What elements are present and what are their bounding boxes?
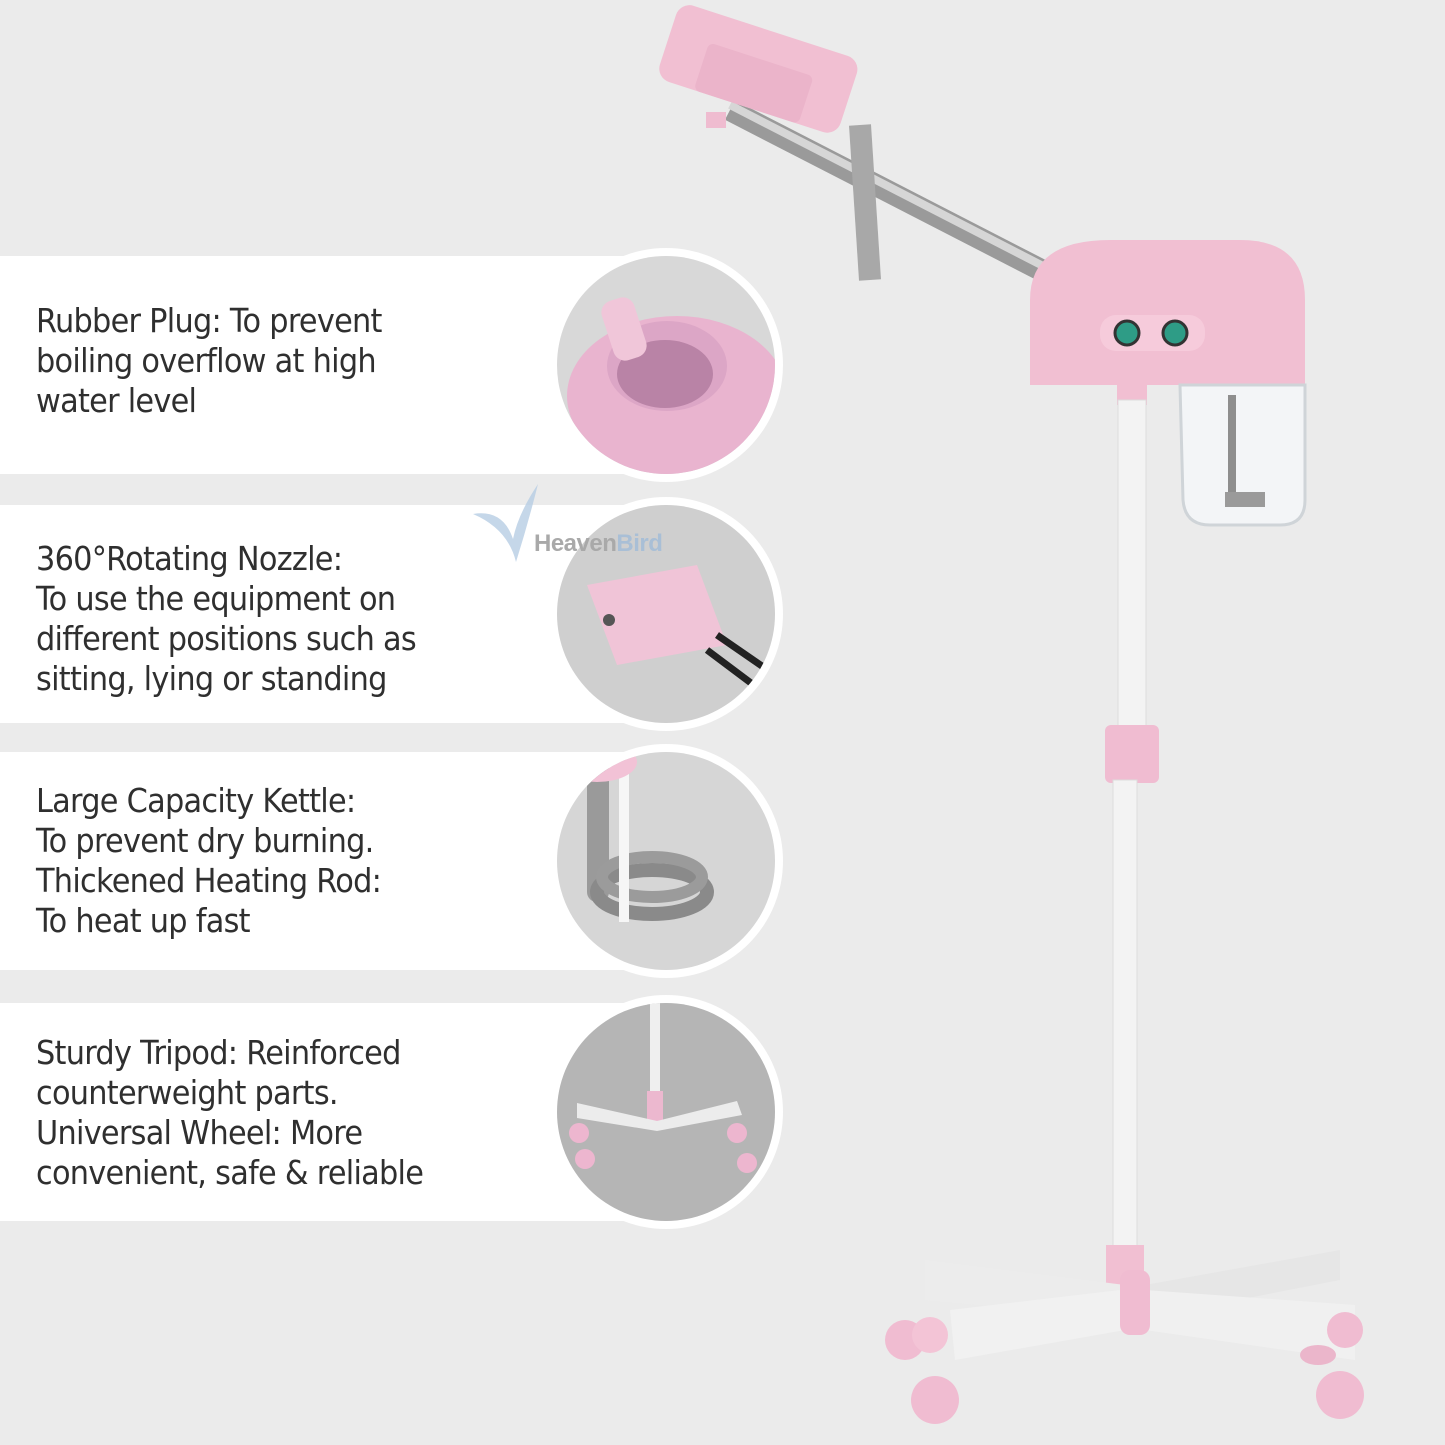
- feature-text: Sturdy Tripod: Reinforced counterweight …: [36, 1033, 424, 1192]
- feature-text: Large Capacity Kettle: To prevent dry bu…: [36, 781, 382, 940]
- feature-text: Rubber Plug: To prevent boiling overflow…: [36, 301, 382, 420]
- rubber-plug-image: [557, 256, 775, 474]
- nozzle-head: [659, 5, 858, 133]
- nozzle-image: [557, 505, 775, 723]
- feature-text: 360°Rotating Nozzle: To use the equipmen…: [36, 539, 417, 698]
- watermark-heaven: Heaven: [534, 530, 617, 557]
- brand-watermark: HeavenBird: [468, 484, 718, 574]
- feature-panel-tripod: Sturdy Tripod: Reinforced counterweight …: [0, 1003, 780, 1221]
- feature-panel-kettle: Large Capacity Kettle: To prevent dry bu…: [0, 752, 780, 970]
- feature-panel-nozzle: 360°Rotating Nozzle: To use the equipmen…: [0, 505, 780, 723]
- ozone-switch-icon: [1161, 319, 1189, 347]
- watermark-bird: Bird: [616, 530, 663, 557]
- feature-panel-rubber-plug: Rubber Plug: To prevent boiling overflow…: [0, 256, 780, 474]
- height-adjust-knob: [1105, 725, 1159, 783]
- heating-rod-image: [557, 752, 775, 970]
- bird-logo-icon: [473, 484, 538, 562]
- tripod-image: [557, 1003, 775, 1221]
- power-switch-icon: [1113, 319, 1141, 347]
- wheel-icon: [885, 1320, 925, 1360]
